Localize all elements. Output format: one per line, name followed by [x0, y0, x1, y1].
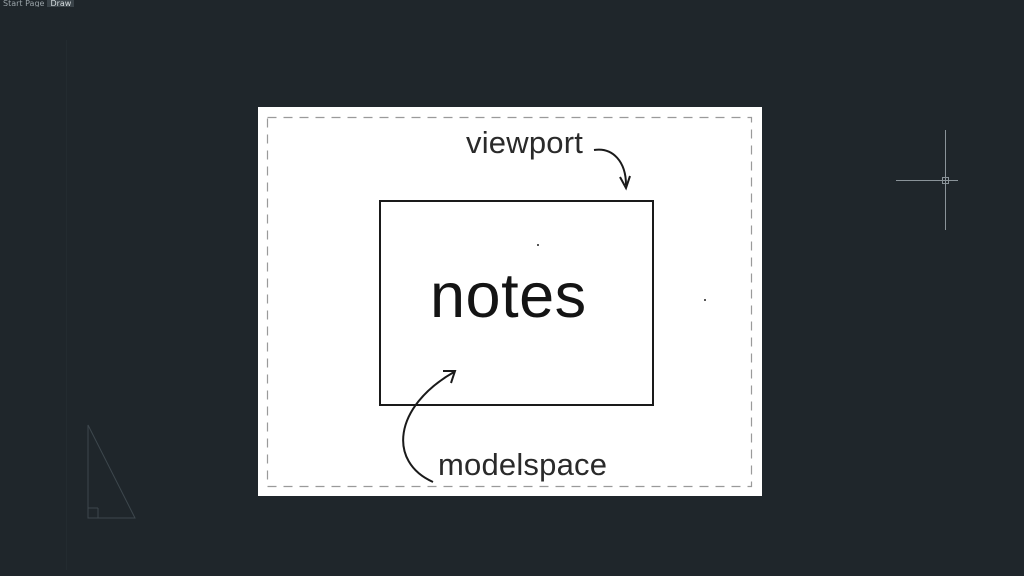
- notes-text[interactable]: notes: [430, 261, 587, 331]
- tab-start-page[interactable]: Start Page: [3, 0, 45, 7]
- viewport-frame[interactable]: [379, 200, 654, 406]
- layout-boundary-line: [66, 40, 67, 570]
- modelspace-arrowhead: [443, 370, 457, 384]
- viewport-label: viewport: [466, 125, 584, 160]
- modelspace-label: modelspace: [438, 447, 608, 482]
- printable-area-border: [266, 116, 753, 488]
- crosshair-cursor-icon: [896, 130, 958, 230]
- modelspace-arrow: [402, 371, 455, 483]
- tab-drawing[interactable]: Draw: [47, 0, 75, 7]
- point-marker: [537, 244, 539, 246]
- paper-sheet[interactable]: viewport notes modelspace: [258, 107, 762, 496]
- document-tab-bar: Start Page Draw: [0, 0, 1024, 7]
- viewport-arrowhead: [619, 175, 631, 191]
- viewport-arrow: [593, 148, 627, 186]
- paper-drawing: [266, 116, 753, 488]
- point-marker: [704, 299, 706, 301]
- ucs-triangle-icon: [87, 424, 136, 519]
